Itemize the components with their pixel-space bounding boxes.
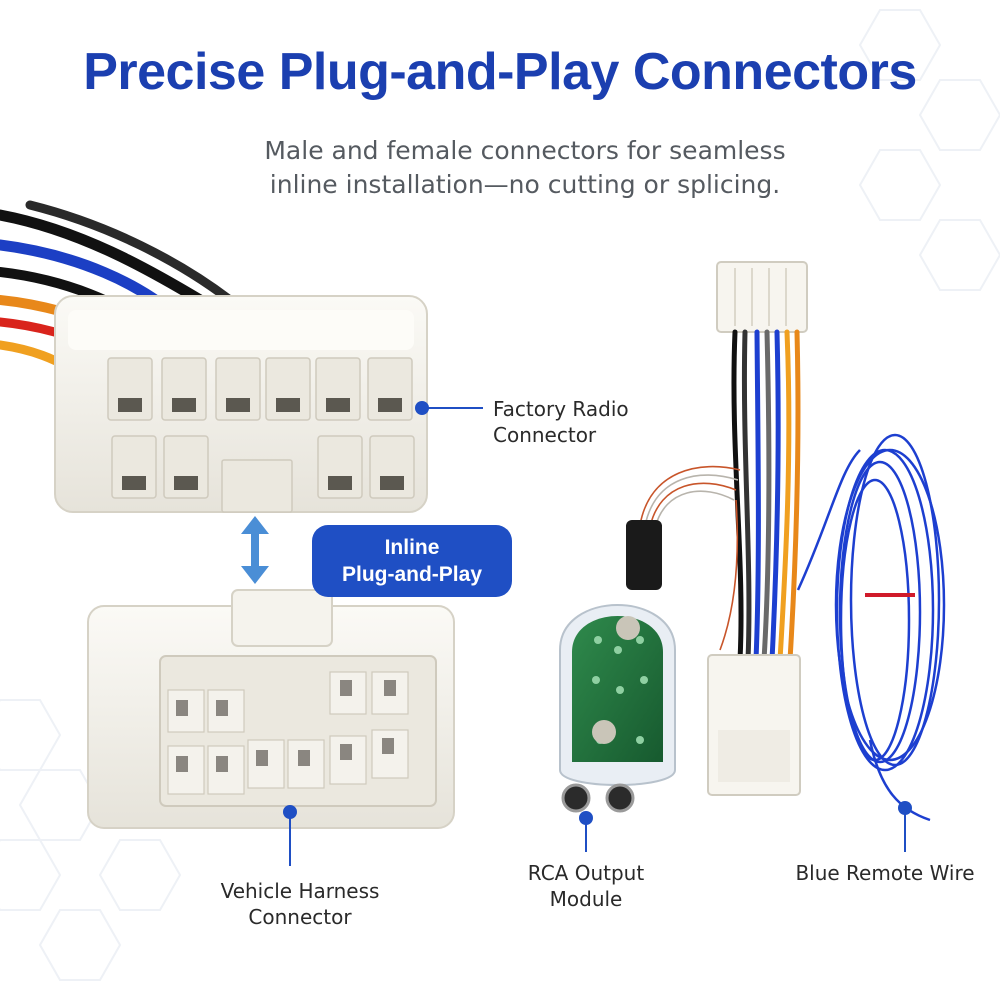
- factory-radio-connector-label: Factory Radio Connector: [493, 396, 629, 448]
- rca-label-line-1: RCA Output: [527, 861, 645, 885]
- vehicle-harness-label-line-1: Vehicle Harness: [220, 879, 380, 903]
- harness-adapter-illustration: [707, 261, 808, 796]
- remote-wire-label-line-1: Blue Remote Wire: [795, 861, 975, 885]
- blue-remote-wire-label: Blue Remote Wire: [790, 860, 980, 886]
- rca-output-module-illustration: [559, 465, 741, 813]
- factory-radio-label-line-2: Connector: [493, 423, 597, 447]
- blue-remote-wire-illustration: [796, 433, 946, 822]
- factory-radio-label-line-1: Factory Radio: [493, 397, 629, 421]
- vehicle-harness-connector-illustration: [87, 589, 455, 829]
- rca-label-line-2: Module: [549, 887, 623, 911]
- inline-plug-and-play-badge: Inline Plug-and-Play: [312, 525, 512, 597]
- factory-radio-connector-illustration: [54, 295, 428, 513]
- subheadline: Male and female connectors for seamless …: [200, 134, 850, 202]
- callout-pointers: [289, 407, 906, 866]
- rca-output-module-label: RCA Output Module: [506, 860, 666, 912]
- subheadline-line-2: inline installation—no cutting or splici…: [269, 169, 781, 199]
- vehicle-harness-label-line-2: Connector: [248, 905, 352, 929]
- headline: Precise Plug-and-Play Connectors: [83, 43, 917, 101]
- subheadline-line-1: Male and female connectors for seamless: [264, 136, 786, 165]
- badge-line-1: Inline: [384, 535, 440, 559]
- vertical-double-arrow-icon: [241, 516, 269, 584]
- callout-dot-icon: [283, 401, 912, 825]
- vehicle-harness-connector-label: Vehicle Harness Connector: [190, 878, 410, 930]
- badge-line-2: Plug-and-Play: [341, 563, 483, 586]
